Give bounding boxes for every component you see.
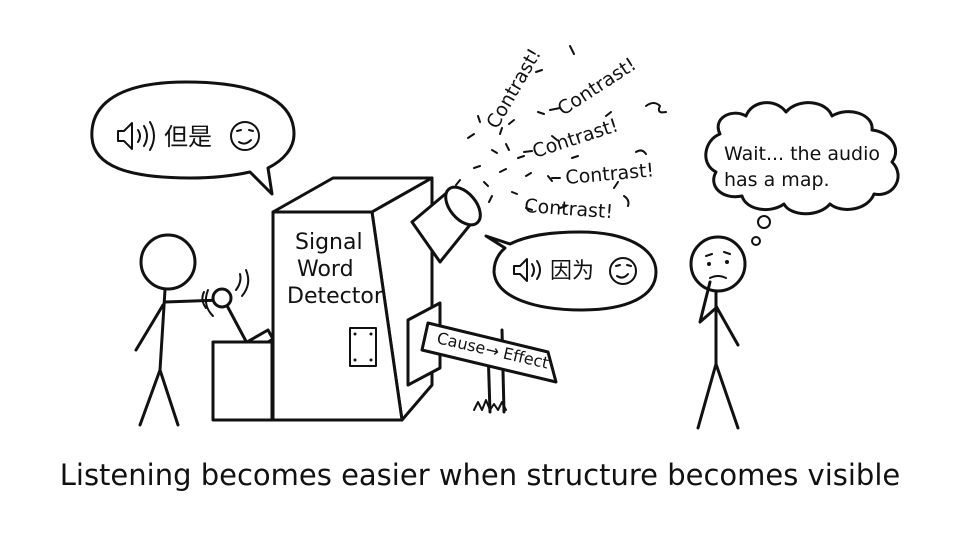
right-bubble-text: 因为 (550, 259, 594, 284)
machine-label-line-1: Signal (295, 230, 363, 255)
signal-word-detector-machine: Signal Word Detector (211, 176, 482, 422)
signpost-arrow: → (484, 340, 501, 362)
caption: Listening becomes easier when structure … (59, 458, 901, 492)
speaker-icon (513, 258, 541, 282)
right-stick-figure (689, 235, 747, 430)
smirk-face-icon (609, 257, 637, 285)
contrast-word-2: Contrast! (554, 53, 640, 120)
smirk-face-icon (230, 121, 260, 151)
thought-line-2: has a map. (724, 169, 830, 191)
left-stick-figure (134, 233, 224, 427)
right-speech-bubble: 因为 (484, 230, 658, 312)
speaker-icon (117, 121, 155, 151)
contrast-word-5: Contrast! (524, 195, 614, 223)
cause-effect-signpost: Cause → Effect (420, 321, 558, 414)
left-speech-bubble: 但是 (90, 80, 296, 196)
machine-label-line-3: Detector (287, 284, 384, 309)
confetti (455, 45, 667, 211)
contrast-word-4: Contrast! (565, 159, 655, 189)
contrast-outputs: Contrast! Contrast! Contrast! Contrast! … (482, 45, 655, 224)
thought-bubble: Wait... the audio has a map. (704, 101, 900, 246)
machine-label-line-2: Word (297, 257, 354, 282)
contrast-word-3: Contrast! (530, 114, 621, 162)
thought-line-1: Wait... the audio (724, 143, 880, 165)
left-bubble-text: 但是 (164, 123, 212, 151)
